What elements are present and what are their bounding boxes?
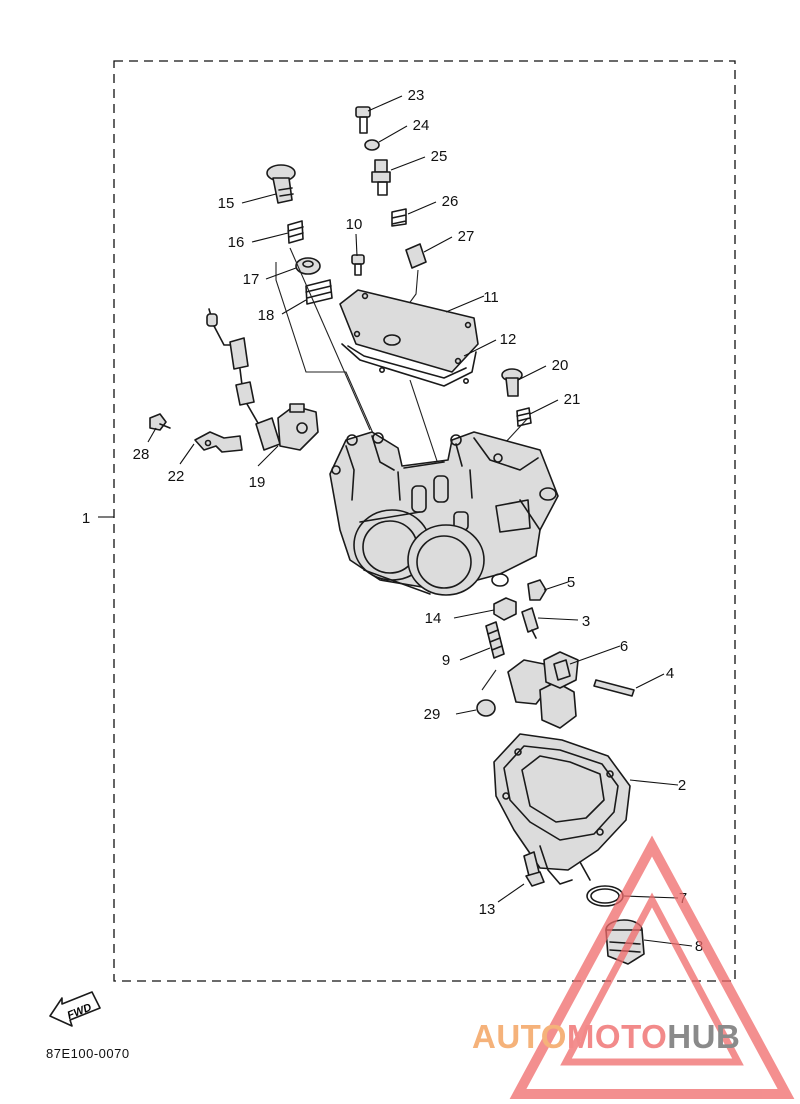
watermark-text-part3: HUB bbox=[667, 1018, 741, 1055]
part-label-22: 22 bbox=[168, 468, 185, 485]
reference-line-d bbox=[409, 379, 441, 471]
watermark-logo-icon bbox=[509, 835, 795, 1099]
part-10-screw bbox=[351, 254, 365, 276]
part-2-float-bowl bbox=[493, 733, 631, 885]
part-4-float-pin bbox=[593, 679, 635, 697]
part-label-15: 15 bbox=[218, 195, 235, 212]
watermark-text-part2: MOTO bbox=[566, 1018, 668, 1055]
part-label-16: 16 bbox=[228, 234, 245, 251]
drawing-code: 87E100-0070 bbox=[46, 1046, 130, 1061]
part-21-spring bbox=[516, 407, 532, 427]
part-label-24: 24 bbox=[413, 117, 430, 134]
part-23-screw bbox=[355, 106, 371, 134]
part-24-washer bbox=[364, 139, 380, 151]
part-label-26: 26 bbox=[442, 193, 459, 210]
part-14-plug bbox=[493, 597, 517, 621]
fwd-arrow: FWD bbox=[49, 991, 101, 1027]
part-label-10: 10 bbox=[346, 216, 363, 233]
part-3-needle-valve bbox=[521, 607, 539, 639]
part-label-5: 5 bbox=[567, 574, 575, 591]
part-label-23: 23 bbox=[408, 87, 425, 104]
part-6-float bbox=[481, 651, 579, 729]
part-label-6: 6 bbox=[620, 638, 628, 655]
reference-line-b bbox=[289, 247, 371, 431]
part-label-3: 3 bbox=[582, 613, 590, 630]
part-28-screw bbox=[149, 413, 171, 431]
part-11-top-cover bbox=[339, 289, 479, 373]
reference-line-a bbox=[275, 262, 377, 441]
part-label-25: 25 bbox=[431, 148, 448, 165]
watermark-text-part1: AUTO bbox=[472, 1018, 567, 1055]
part-9-main-jet bbox=[485, 621, 505, 659]
part-17-washer bbox=[295, 257, 321, 275]
part-27-cap bbox=[405, 243, 427, 269]
part-label-28: 28 bbox=[133, 446, 150, 463]
part-15-screw bbox=[266, 164, 296, 204]
part-label-11: 11 bbox=[483, 289, 499, 306]
carburetor-body bbox=[329, 431, 559, 596]
part-label-4: 4 bbox=[666, 665, 674, 682]
part-26-spring bbox=[391, 208, 407, 227]
part-label-21: 21 bbox=[564, 391, 581, 408]
part-19-sensor-harness bbox=[206, 308, 319, 451]
part-12-gasket bbox=[341, 343, 477, 387]
part-29-cap bbox=[476, 699, 496, 717]
watermark-text: AUTOMOTOHUB bbox=[472, 1018, 740, 1056]
part-13-screw bbox=[523, 851, 545, 887]
part-label-2: 2 bbox=[678, 777, 686, 794]
part-label-14: 14 bbox=[425, 610, 442, 627]
part-20-screw bbox=[501, 368, 523, 397]
part-labels: 1234567891011121314151617181920212223242… bbox=[82, 87, 703, 955]
part-label-29: 29 bbox=[424, 706, 441, 723]
part-5-screw bbox=[527, 579, 547, 601]
part-label-18: 18 bbox=[258, 307, 275, 324]
part-label-17: 17 bbox=[243, 271, 260, 288]
part-18-spring bbox=[305, 279, 333, 305]
leader-lines bbox=[147, 95, 693, 947]
part-16-spring bbox=[287, 220, 304, 244]
part-label-8: 8 bbox=[695, 938, 703, 955]
part-label-13: 13 bbox=[479, 901, 496, 918]
part-label-1: 1 bbox=[82, 510, 90, 527]
part-25-jet bbox=[371, 159, 391, 196]
assembly-border bbox=[113, 60, 736, 982]
part-label-9: 9 bbox=[442, 652, 450, 669]
part-label-20: 20 bbox=[552, 357, 569, 374]
part-label-19: 19 bbox=[249, 474, 266, 491]
part-22-bracket bbox=[194, 431, 243, 453]
part-label-12: 12 bbox=[500, 331, 517, 348]
part-label-27: 27 bbox=[458, 228, 475, 245]
fwd-label: FWD bbox=[66, 1002, 94, 1023]
